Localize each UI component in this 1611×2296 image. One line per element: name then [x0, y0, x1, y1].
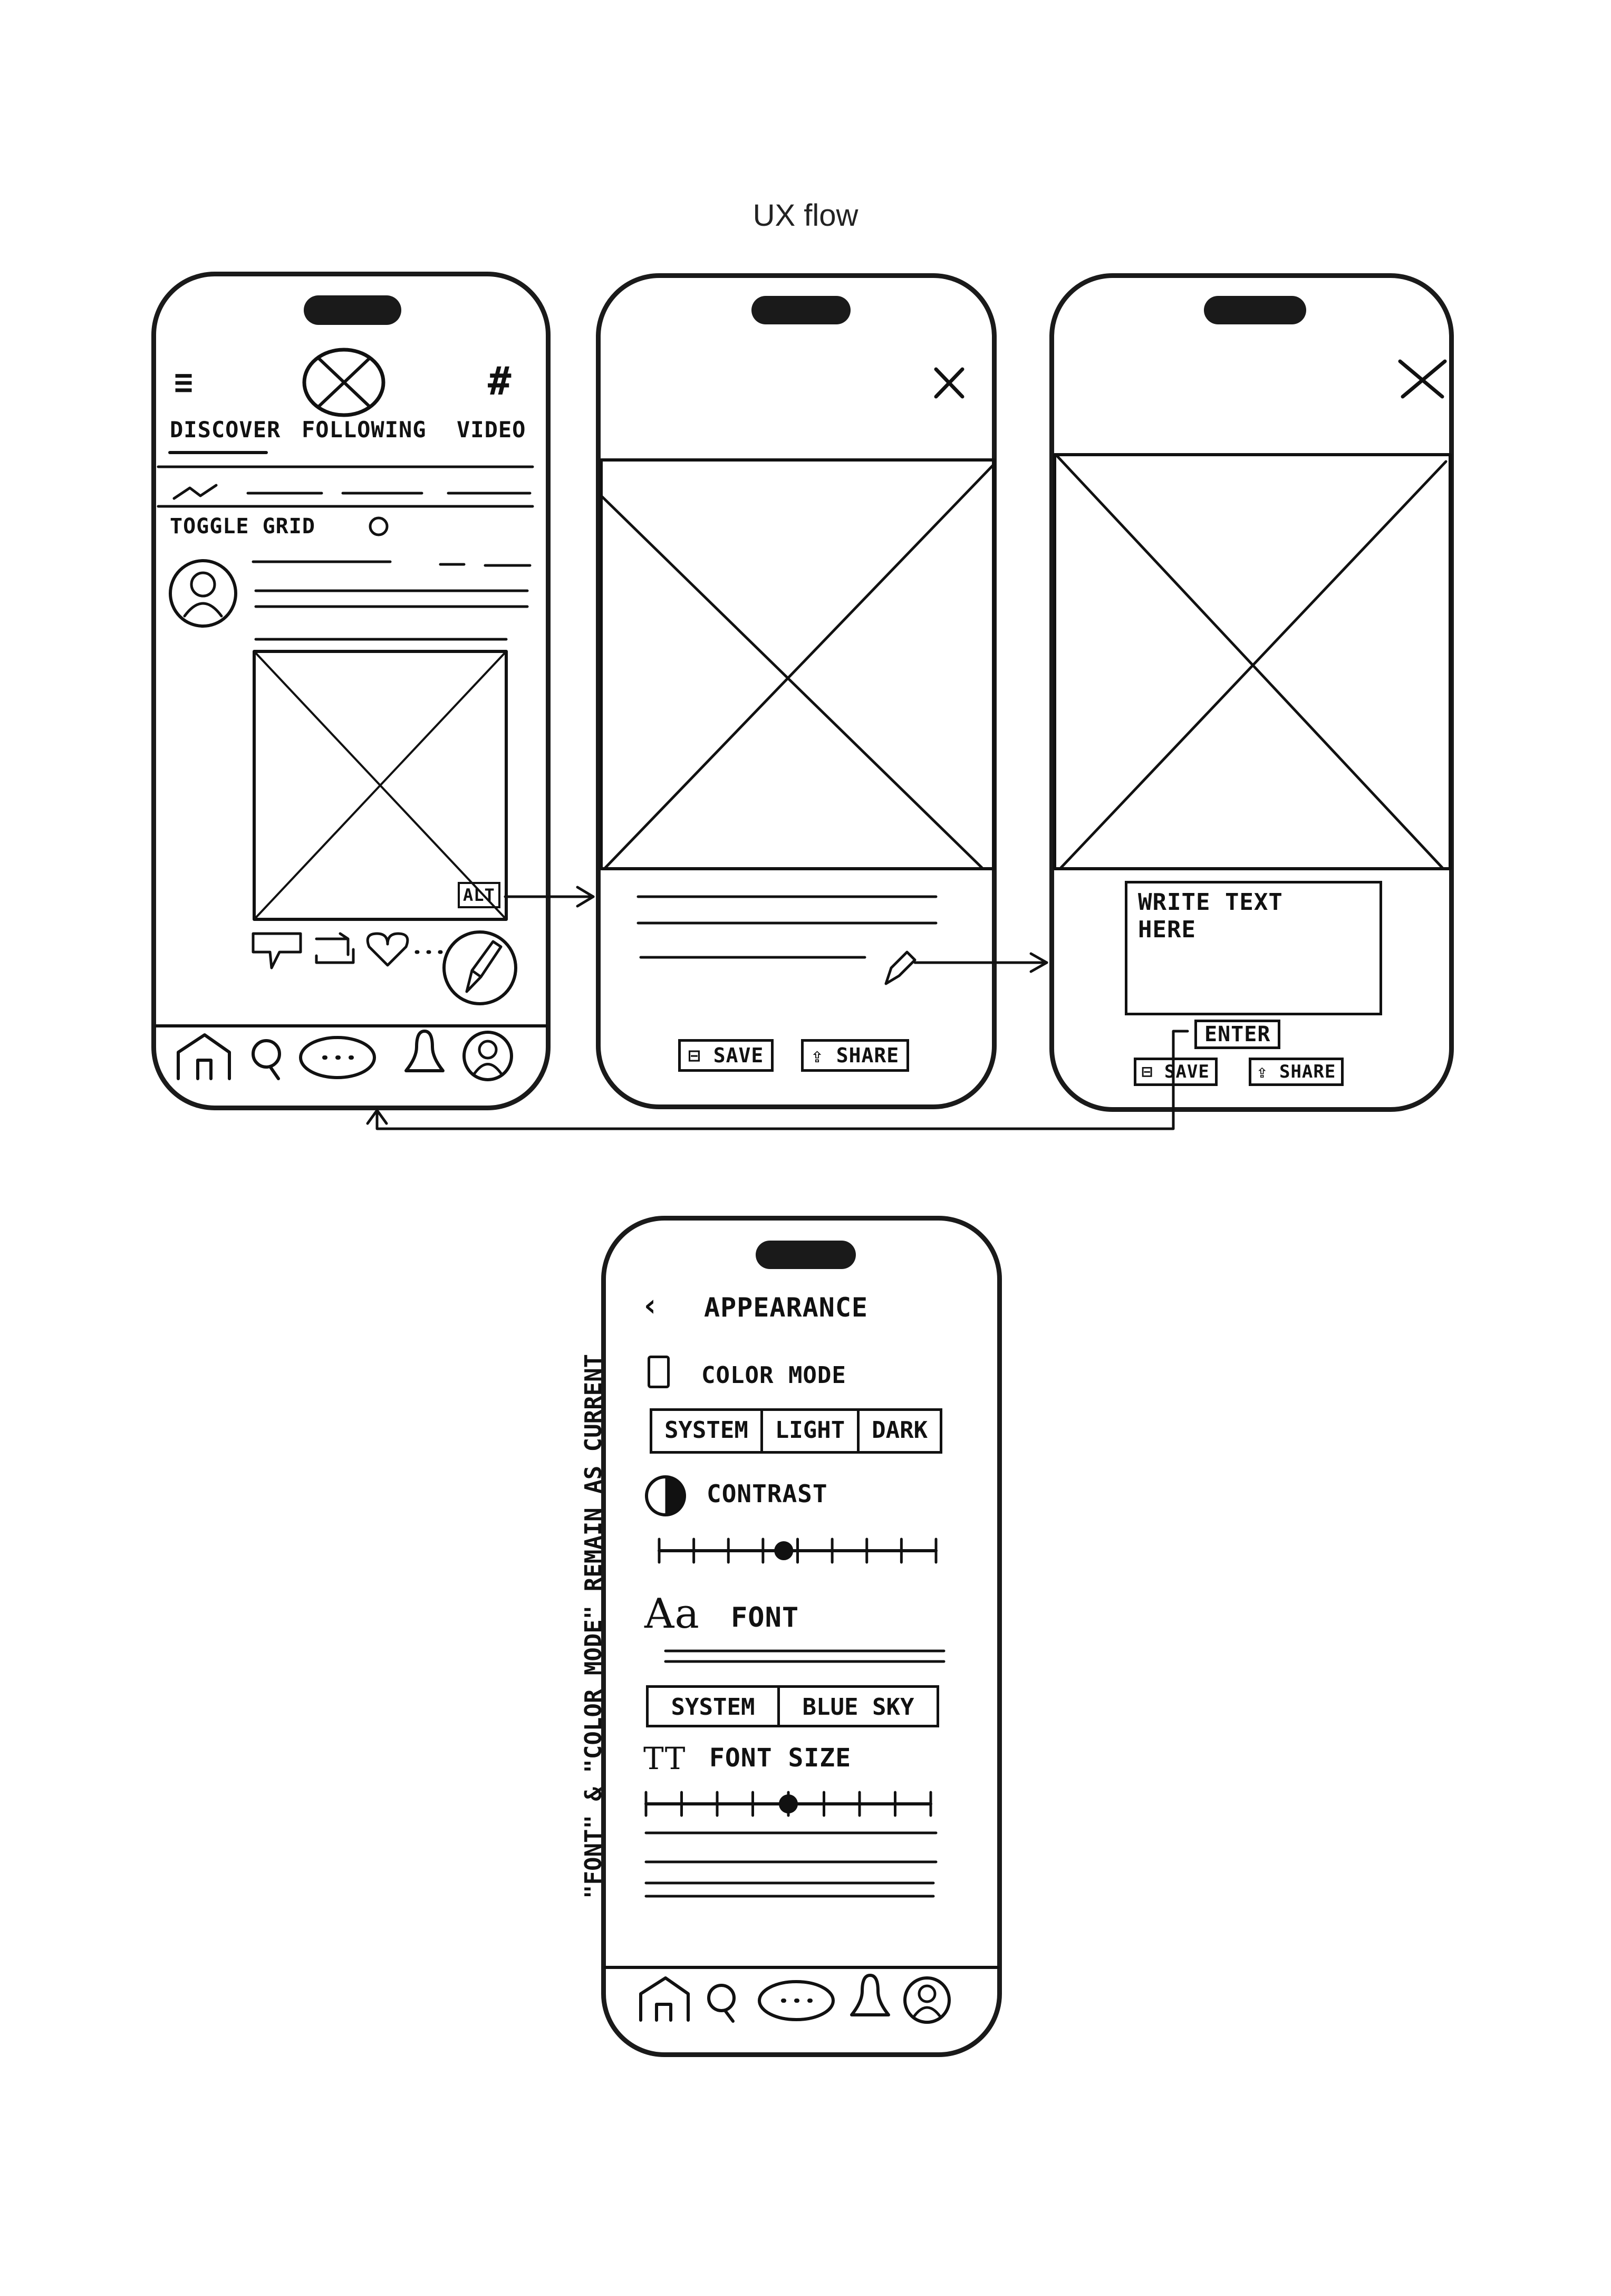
search-icon[interactable] — [707, 1984, 736, 2012]
contrast-slider-ticks — [658, 1538, 938, 1564]
home-icon[interactable] — [639, 1976, 690, 2022]
profile-icon[interactable] — [462, 1031, 513, 1081]
feed-screen-sketch — [155, 348, 547, 1081]
chat-icon[interactable] — [299, 1036, 376, 1079]
color-mode-option-dark[interactable]: DARK — [872, 1417, 928, 1444]
share-icon: ⇪ — [811, 1044, 824, 1067]
comment-icon[interactable] — [252, 932, 302, 969]
contrast-slider-thumb[interactable] — [774, 1541, 794, 1560]
profile-icon-body — [473, 1063, 503, 1075]
search-icon-handle — [268, 1065, 280, 1080]
image-cross — [1056, 455, 1444, 869]
share-icon: ⇪ — [1257, 1061, 1268, 1082]
home-icon[interactable] — [177, 1033, 231, 1080]
feed-tab-video[interactable]: VIDEO — [457, 417, 526, 443]
search-icon-handle — [723, 2009, 735, 2023]
toggle-icon[interactable] — [369, 516, 389, 536]
save-icon: ⊟ — [688, 1044, 701, 1067]
page-title: UX flow — [753, 198, 858, 233]
phone-notch — [751, 296, 851, 324]
arrow-head — [1029, 952, 1048, 973]
pencil-icon — [465, 940, 503, 993]
avatar[interactable] — [169, 559, 237, 628]
bell-icon[interactable] — [850, 1974, 890, 2016]
close-icon[interactable] — [1401, 359, 1447, 399]
bell-icon[interactable] — [404, 1030, 445, 1072]
appearance-screen-sketch — [604, 1475, 999, 2024]
image-cross — [1059, 460, 1448, 869]
logo-icon — [302, 348, 385, 417]
logo-icon-stroke — [317, 357, 371, 408]
avatar-body — [183, 602, 223, 618]
appearance-header: APPEARANCE — [704, 1292, 869, 1323]
viewer-share-button[interactable]: ⇪ SHARE — [801, 1039, 910, 1072]
alt-image-placeholder — [1053, 453, 1452, 870]
compose-button[interactable] — [442, 930, 517, 1005]
font-label: FONT — [731, 1602, 799, 1634]
profile-icon-body — [913, 2006, 941, 2018]
alt-save-label: SAVE — [1164, 1061, 1210, 1082]
feed-image-placeholder[interactable] — [253, 650, 508, 921]
trending-icon — [172, 484, 218, 500]
contrast-label: CONTRAST — [707, 1480, 828, 1508]
font-size-label: FONT SIZE — [709, 1743, 852, 1773]
phone-notch — [304, 295, 401, 325]
search-icon[interactable] — [252, 1039, 281, 1069]
feed-tab-following[interactable]: FOLLOWING — [302, 417, 427, 443]
chat-icon[interactable] — [758, 1980, 835, 2021]
alt-text-placeholder: WRITE TEXT HERE — [1138, 889, 1283, 943]
like-icon[interactable] — [366, 932, 409, 967]
alt-text-screen-sketch — [1053, 359, 1452, 870]
font-glyph: Aa — [644, 1590, 700, 1638]
enter-button[interactable]: ENTER — [1194, 1020, 1281, 1049]
save-icon: ⊟ — [1142, 1061, 1153, 1082]
color-mode-option-system[interactable]: SYSTEM — [652, 1411, 763, 1451]
color-mode-segmented-control[interactable]: SYSTEM LIGHT DARK — [650, 1408, 942, 1454]
viewer-save-label: SAVE — [713, 1044, 764, 1067]
alt-save-button[interactable]: ⊟ SAVE — [1134, 1058, 1218, 1086]
repost-icon[interactable] — [315, 932, 355, 964]
phone-alt-text — [1049, 273, 1454, 1112]
toggle-grid-label[interactable]: TOGGLE GRID — [170, 514, 315, 539]
color-mode-label: COLOR MODE — [701, 1362, 846, 1389]
font-option-blue-sky[interactable]: BLUE SKY — [802, 1694, 914, 1721]
image-cross — [604, 463, 996, 869]
viewer-screen-sketch — [600, 367, 996, 985]
viewer-share-label: SHARE — [836, 1044, 900, 1067]
font-size-glyph: TT — [643, 1741, 686, 1776]
phone-notch — [756, 1241, 856, 1269]
phone-viewer — [596, 273, 997, 1109]
phone-notch — [1204, 296, 1306, 324]
font-option-system[interactable]: SYSTEM — [649, 1688, 780, 1725]
close-icon[interactable] — [934, 367, 964, 399]
profile-icon-head — [918, 1984, 937, 2003]
alt-share-button[interactable]: ⇪ SHARE — [1249, 1058, 1344, 1086]
contrast-icon-fill — [665, 1476, 685, 1515]
menu-icon[interactable]: ≡ — [174, 364, 194, 401]
phone-icon — [648, 1356, 670, 1388]
image-cross — [600, 494, 983, 869]
arrow-head — [366, 1109, 388, 1125]
profile-icon[interactable] — [903, 1976, 951, 2024]
arrow-enter-to-feed — [375, 1030, 1189, 1130]
avatar-head — [190, 571, 216, 598]
font-size-slider-thumb[interactable] — [779, 1794, 798, 1813]
viewer-save-button[interactable]: ⊟ SAVE — [678, 1039, 774, 1072]
image-cross — [253, 650, 507, 920]
viewer-image-placeholder — [600, 458, 996, 870]
alt-text-area[interactable] — [1125, 881, 1382, 1015]
edit-pencil-icon[interactable] — [884, 950, 917, 985]
flow-arrows — [366, 886, 1189, 1130]
arrow-head — [576, 886, 595, 908]
hashtag-icon[interactable]: # — [488, 359, 512, 404]
alt-share-label: SHARE — [1279, 1061, 1336, 1082]
profile-icon-head — [478, 1040, 498, 1060]
font-segmented-control[interactable]: SYSTEM BLUE SKY — [646, 1685, 939, 1727]
feed-tab-discover[interactable]: DISCOVER — [170, 417, 281, 443]
back-icon[interactable]: ‹ — [641, 1287, 661, 1324]
color-mode-option-light[interactable]: LIGHT — [763, 1411, 860, 1451]
